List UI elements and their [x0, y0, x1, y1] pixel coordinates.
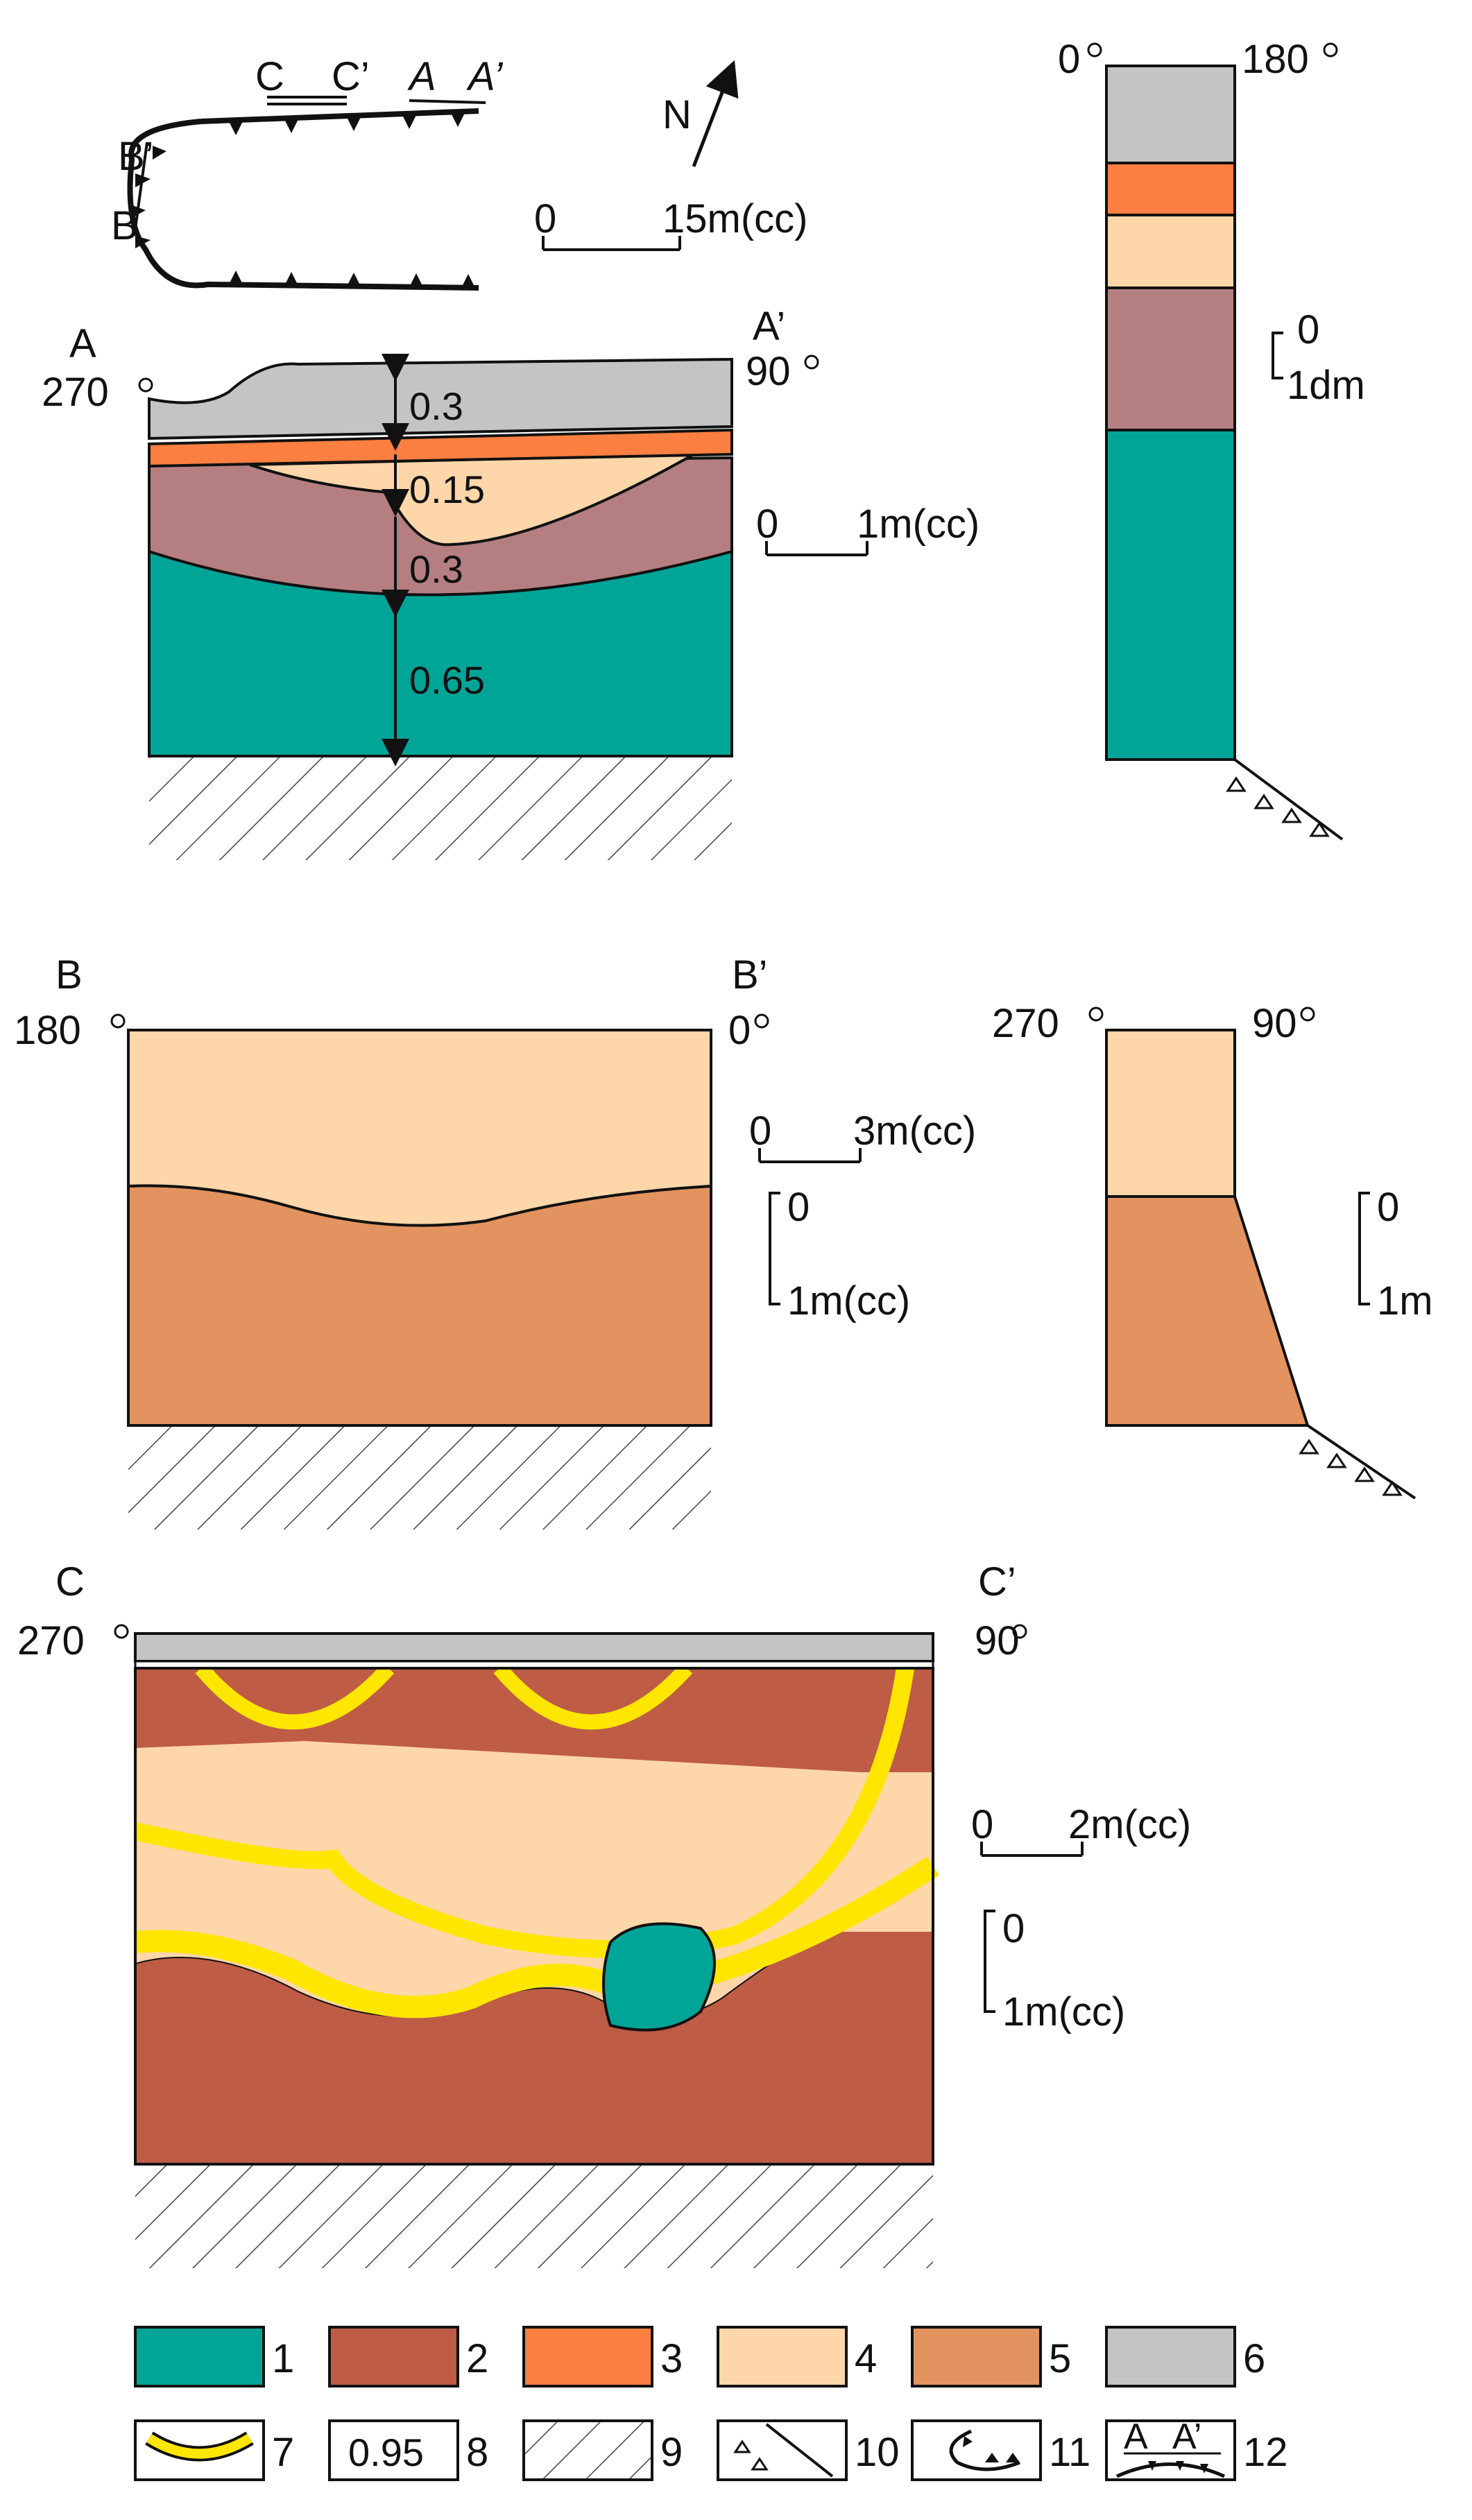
- layer-6-grey: [148, 357, 733, 440]
- pit-triangles: [130, 113, 475, 288]
- pit-outline: [127, 108, 479, 291]
- secA-left-label: A: [69, 321, 96, 366]
- legend-sample-A: A: [1124, 2417, 1148, 2457]
- secB-left-angle: 180: [14, 1008, 81, 1053]
- secC-vscale-zero: 0: [1002, 1906, 1025, 1951]
- thickness-4: 0.65: [409, 658, 485, 702]
- secC-vscale-text: 1m(cc): [1002, 1989, 1125, 2034]
- map-label-Cp: C’: [332, 54, 370, 99]
- bedrock-hatch: [149, 756, 732, 860]
- legend-sample-value: 0.95: [348, 2431, 424, 2474]
- layer-3-orange: [148, 428, 733, 468]
- secB-right-angle: 0: [728, 1008, 751, 1053]
- map-scale-text: 15m(cc): [662, 196, 807, 241]
- north-arrow-icon: [692, 60, 739, 167]
- colB-left-angle: 270: [992, 1001, 1059, 1046]
- colB-scale-zero: 0: [1377, 1185, 1399, 1230]
- layer-4-beige: [249, 453, 694, 547]
- secA-left-angle: 270: [42, 370, 109, 415]
- legend-label-2: 2: [466, 2336, 488, 2381]
- legend-label-12: 12: [1243, 2430, 1288, 2475]
- legend-label-6: 6: [1243, 2336, 1265, 2381]
- colB-right-angle: 90: [1252, 1001, 1297, 1046]
- secB-vscale-zero: 0: [787, 1185, 810, 1230]
- map-label-B: B: [111, 203, 138, 248]
- secC-hscale-zero: 0: [971, 1802, 993, 1847]
- section-C: C 270 C’ 90 0 2m(cc) 0 1m(cc): [17, 1559, 1191, 2268]
- secC-right-label: C’: [978, 1559, 1016, 1604]
- secC-right-angle: 90: [975, 1618, 1020, 1663]
- secB-left-label: B: [55, 952, 83, 997]
- map-label-A: A: [407, 54, 436, 99]
- column-B: 270 90 0 1m: [992, 1001, 1433, 1500]
- secC-left-angle: 270: [17, 1618, 85, 1663]
- teal-lens: [602, 1922, 716, 2032]
- secA-right-label: A’: [753, 304, 785, 349]
- north-label: N: [662, 92, 692, 137]
- site-map: C C’ A A’ B’ B N 0 15m(cc): [111, 54, 807, 291]
- legend-label-7: 7: [272, 2430, 294, 2475]
- column-A: 0 180 0 1dm: [1058, 37, 1365, 841]
- map-scale-zero: 0: [534, 196, 556, 241]
- secB-hscale-zero: 0: [749, 1108, 771, 1154]
- legend-label-3: 3: [660, 2336, 683, 2381]
- secB-vscale-text: 1m(cc): [787, 1278, 910, 1323]
- thickness-2: 0.15: [409, 468, 485, 511]
- map-label-C: C: [255, 54, 284, 99]
- secB-right-label: B’: [732, 952, 768, 997]
- legend-label-9: 9: [660, 2430, 683, 2475]
- colA-scale-zero: 0: [1297, 307, 1319, 352]
- thickness-1: 0.3: [409, 384, 463, 428]
- map-label-Ap: A’: [466, 54, 504, 99]
- secA-scale-zero: 0: [756, 502, 778, 547]
- legend-label-5: 5: [1049, 2336, 1071, 2381]
- legend-label-8: 8: [466, 2430, 488, 2475]
- colA-left-angle: 0: [1058, 37, 1080, 82]
- secA-right-angle: 90: [746, 349, 791, 394]
- section-B: B 180 B’ 0 0 3m(cc) 0 1m(cc): [14, 952, 976, 1529]
- legend-label-1: 1: [272, 2336, 294, 2381]
- secC-hscale-text: 2m(cc): [1068, 1802, 1191, 1847]
- legend-label-4: 4: [855, 2336, 877, 2381]
- map-label-Bp: B’: [118, 134, 154, 179]
- secB-hscale-text: 3m(cc): [853, 1108, 976, 1154]
- secA-scale-text: 1m(cc): [857, 502, 979, 547]
- secC-left-label: C: [55, 1559, 85, 1604]
- colB-scale-text: 1m: [1377, 1278, 1433, 1323]
- section-A: 0.3 0.15 0.3 0.65 A 270 A’ 90 0 1m(cc): [42, 304, 979, 860]
- legend: 1 2 3 4 5 6 7 0.95 8 9 10 11 A A’ 12: [134, 2326, 1288, 2481]
- legend-label-10: 10: [855, 2430, 900, 2475]
- legend-label-11: 11: [1049, 2430, 1090, 2475]
- legend-sample-Ap: A’: [1172, 2417, 1201, 2457]
- colA-right-angle: 180: [1242, 37, 1309, 82]
- thickness-3: 0.3: [409, 547, 463, 591]
- colA-scale-text: 1dm: [1287, 363, 1365, 408]
